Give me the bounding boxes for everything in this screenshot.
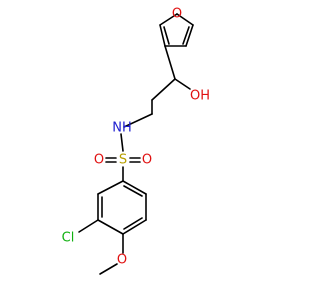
- sulfur-label: S: [119, 153, 127, 168]
- bond-furan-c3-c2: [159, 24, 166, 47]
- furan-oxygen-label: O: [172, 7, 182, 22]
- bond-furan-o-c5: [176, 13, 194, 26]
- bonds: [78, 13, 194, 275]
- bond-ring-c3-c4: [97, 219, 124, 235]
- bond-ring-c4-c5-double: [123, 217, 143, 230]
- methoxy-oxygen-label: O: [117, 253, 127, 268]
- bond-ch2-nh: [123, 113, 153, 128]
- sulfonyl-oxygen-right-label: O: [142, 153, 152, 168]
- bond-furan-carbinol: [164, 45, 176, 80]
- bond-ring-c6-c1: [122, 180, 147, 195]
- bond-ring-c1-c2: [97, 180, 124, 195]
- bond-furan-c5-c4-double: [182, 26, 190, 45]
- bond-ring-c6-c1-double: [123, 185, 143, 197]
- sulfonyl-oxygen-left-label: O: [94, 153, 104, 168]
- molecule-diagram: O OH NH S O O Cl O: [62, 7, 210, 275]
- bond-carbinol-oh: [174, 78, 191, 90]
- amine-label: NH: [112, 121, 132, 136]
- bond-furan-c3-c2-double: [163, 26, 170, 45]
- atom-labels: O OH NH S O O Cl O: [62, 7, 210, 268]
- bond-furan-c5-c4: [185, 24, 194, 47]
- hydroxyl-label: OH: [190, 89, 210, 104]
- bond-ring-cl: [78, 219, 99, 233]
- bond-nh-s: [120, 133, 124, 152]
- bond-methoxy-o-ch3: [99, 263, 118, 275]
- bond-carbinol-ch2: [151, 78, 176, 101]
- bond-furan-c2-o: [159, 13, 178, 26]
- bond-ring-c4-c5: [122, 219, 147, 235]
- chlorine-label: Cl: [62, 231, 75, 246]
